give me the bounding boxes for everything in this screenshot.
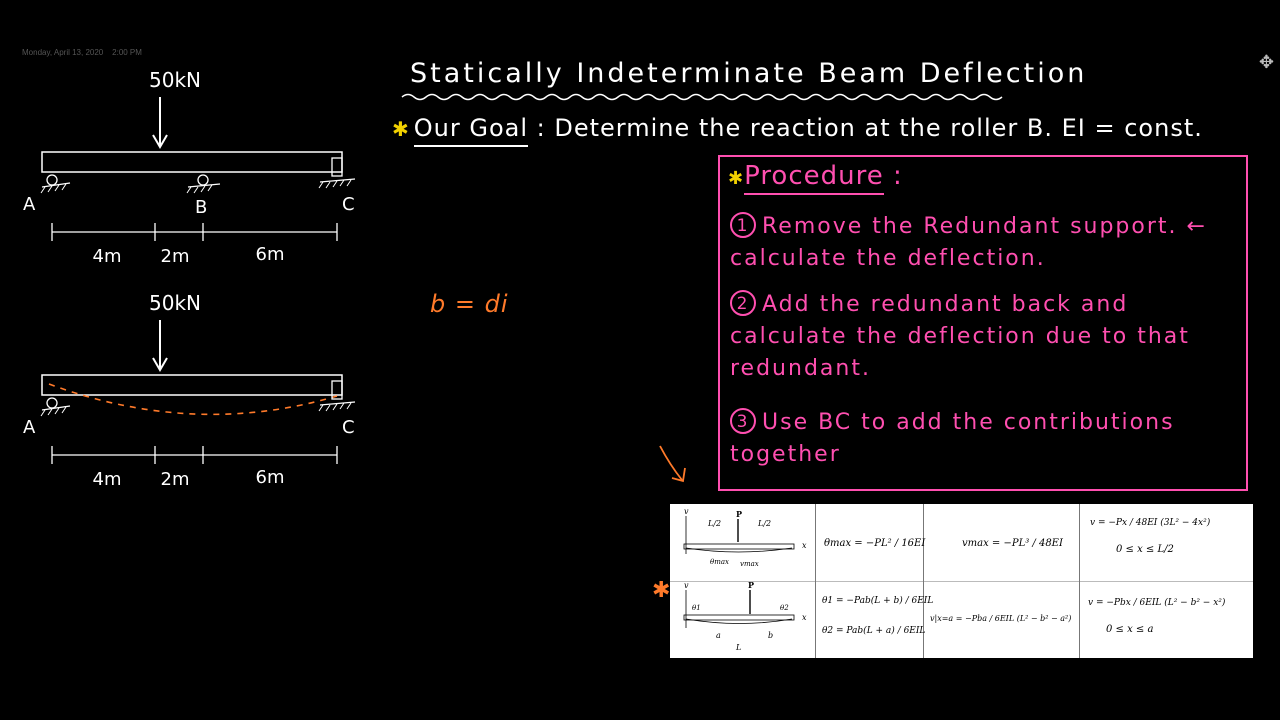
elastic-curve-formula: v = −Px / 48EI (3L² − 4x²) bbox=[1090, 518, 1211, 528]
page-title: Statically Indeterminate Beam Deflection bbox=[410, 58, 1088, 89]
pin-support-a bbox=[40, 174, 71, 194]
diagram-label: b bbox=[768, 631, 773, 640]
beam-body bbox=[41, 374, 343, 396]
dim-label-4m: 4m bbox=[93, 469, 122, 490]
title-wavy-underline bbox=[401, 93, 1003, 101]
beam-diagram-1: 50kN A B C 4m 2m 6m bbox=[23, 68, 356, 267]
diagram-label: θmax bbox=[710, 558, 729, 566]
slope-formula-theta1: θ1 = −Pab(L + b) / 6EIL bbox=[822, 596, 934, 606]
load-label: 50kN bbox=[149, 68, 201, 92]
loading-diagrams: v P L/2 L/2 x θmax vmax v P θ1 θ2 a b L … bbox=[683, 507, 807, 652]
step-number: 2 bbox=[730, 290, 756, 316]
star-icon: ✱ bbox=[392, 117, 410, 141]
support-label-a: A bbox=[23, 194, 36, 215]
step-number: 3 bbox=[730, 408, 756, 434]
fixed-support-c bbox=[318, 380, 356, 412]
pin-support-a bbox=[40, 397, 71, 417]
star-icon: ✱ bbox=[652, 578, 671, 603]
step-text: Use BC to add the contributions together bbox=[730, 410, 1175, 467]
goal-statement: ✱Our Goal : Determine the reaction at th… bbox=[392, 114, 1203, 147]
dim-label-2m: 2m bbox=[161, 246, 190, 267]
beam-diagram-2: 50kN A C 4m 2m 6m bbox=[23, 291, 356, 490]
diagram-label: θ2 bbox=[780, 604, 789, 612]
elastic-curve-formula: v = −Pbx / 6EIL (L² − b² − x²) bbox=[1088, 598, 1226, 608]
goal-text: Determine the reaction at the roller B. … bbox=[554, 114, 1203, 142]
diagram-label: L/2 bbox=[707, 519, 721, 528]
table-row-divider bbox=[670, 581, 1253, 582]
load-label: 50kN bbox=[149, 291, 201, 315]
date-text: Monday, April 13, 2020 bbox=[22, 48, 104, 57]
support-label-b: B bbox=[195, 197, 207, 218]
orange-arrow-icon bbox=[659, 445, 686, 483]
diagram-label: P bbox=[736, 509, 742, 519]
move-icon[interactable]: ✥ bbox=[1258, 52, 1274, 73]
dim-label-4m: 4m bbox=[93, 246, 122, 267]
roller-support-b bbox=[186, 174, 221, 194]
diagram-label: v bbox=[684, 507, 689, 516]
dim-label-2m: 2m bbox=[161, 469, 190, 490]
deflection-at-a-formula: v|x=a = −Pba / 6EIL (L² − b² − a²) bbox=[930, 614, 1072, 623]
deflected-shape bbox=[48, 383, 338, 416]
diagram-label: θ1 bbox=[692, 604, 701, 612]
max-deflection-formula: vmax = −PL³ / 48EI bbox=[962, 538, 1063, 549]
timestamp: Monday, April 13, 2020 2:00 PM bbox=[22, 48, 142, 57]
step-number: 1 bbox=[730, 212, 756, 238]
diagram-label: v bbox=[684, 581, 689, 590]
diagram-label: x bbox=[802, 613, 807, 622]
table-col-deflection: vmax = −PL³ / 48EI v|x=a = −Pba / 6EIL (… bbox=[924, 504, 1080, 658]
table-col-elastic-curve: v = −Px / 48EI (3L² − 4x²) 0 ≤ x ≤ L/2 v… bbox=[1080, 504, 1253, 658]
table-col-slope: θmax = −PL² / 16EI θ1 = −Pab(L + b) / 6E… bbox=[816, 504, 933, 658]
diagram-label: x bbox=[802, 541, 807, 550]
slope-formula: θmax = −PL² / 16EI bbox=[824, 538, 926, 549]
elastic-curve-range: 0 ≤ x ≤ a bbox=[1106, 624, 1154, 635]
fixed-support-c bbox=[318, 157, 356, 189]
support-label-a: A bbox=[23, 417, 36, 438]
partial-note: b = di bbox=[430, 290, 509, 318]
step-text: Remove the Redundant support. ← calculat… bbox=[730, 214, 1207, 271]
support-label-c: C bbox=[342, 417, 355, 438]
time-text: 2:00 PM bbox=[112, 48, 142, 57]
slope-formula-theta2: θ2 = Pab(L + a) / 6EIL bbox=[822, 626, 926, 636]
step-text: Add the redundant back and calculate the… bbox=[730, 292, 1190, 381]
diagram-label: a bbox=[716, 631, 721, 640]
support-label-c: C bbox=[342, 194, 355, 215]
procedure-title-text: Procedure bbox=[744, 161, 884, 195]
deflection-formula-table: v P L/2 L/2 x θmax vmax v P θ1 θ2 a b L … bbox=[670, 504, 1253, 658]
diagram-label: L/2 bbox=[757, 519, 771, 528]
dim-label-6m: 6m bbox=[256, 467, 285, 488]
star-icon: ✱ bbox=[728, 168, 745, 189]
diagram-label: L bbox=[735, 643, 741, 652]
goal-label: Our Goal bbox=[413, 114, 529, 147]
procedure-title: ✱Procedure : bbox=[728, 161, 903, 195]
elastic-curve-range: 0 ≤ x ≤ L/2 bbox=[1116, 544, 1174, 555]
beam-body bbox=[41, 151, 343, 173]
diagram-label: vmax bbox=[740, 560, 759, 568]
table-col-diagram: v P L/2 L/2 x θmax vmax v P θ1 θ2 a b L … bbox=[670, 504, 816, 658]
dim-label-6m: 6m bbox=[256, 244, 285, 265]
diagram-label: P bbox=[748, 580, 754, 590]
